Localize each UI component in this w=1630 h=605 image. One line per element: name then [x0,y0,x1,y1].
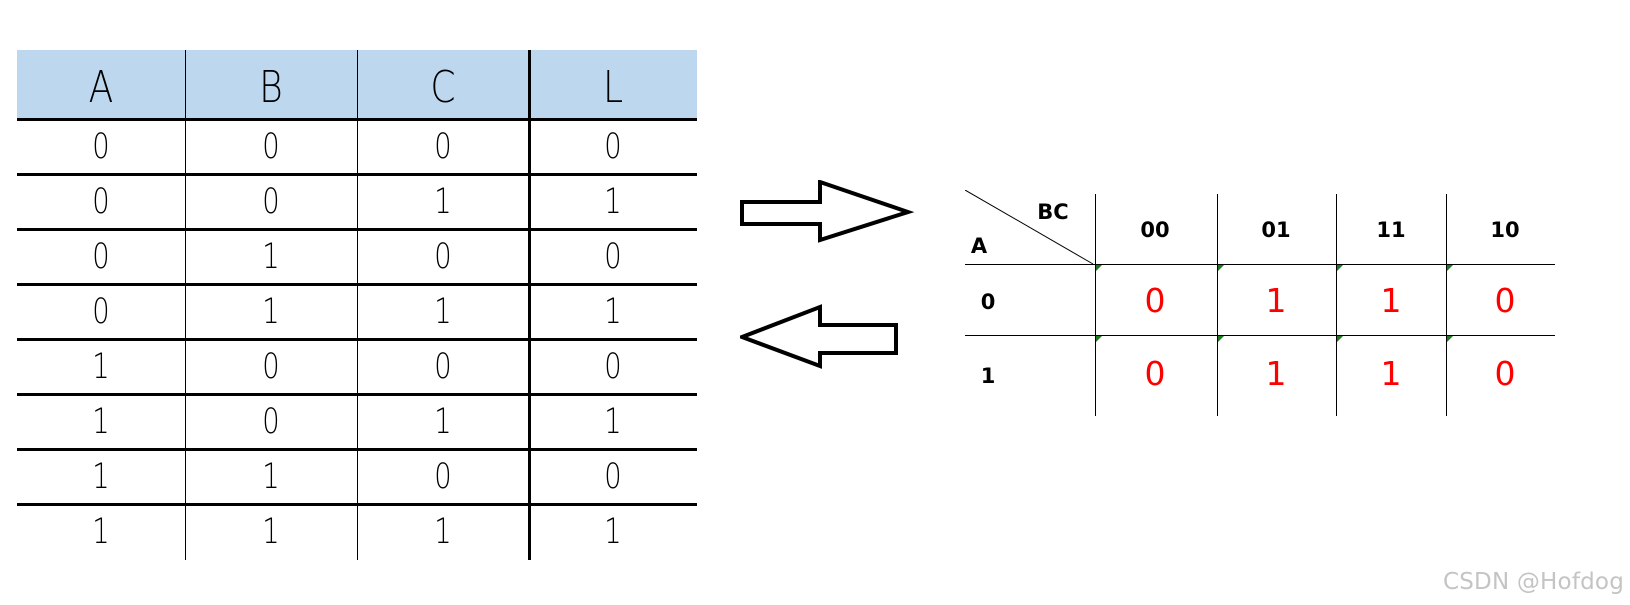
truth-table-cell: 1 [604,292,622,332]
kmap-cell-marker [1337,265,1343,271]
truth-table-header-cell: A [88,61,114,113]
kmap-cell-value: 1 [1380,354,1402,393]
truth-table-cell: 1 [92,512,110,552]
truth-table-row-divider [17,393,697,396]
kmap-cell-value: 0 [1494,281,1516,320]
truth-table-cell: 0 [92,182,110,222]
truth-table-col-divider [185,50,186,560]
truth-table-row-divider [17,228,697,231]
truth-table-cell: 1 [434,292,452,332]
kmap-cell-marker [1218,265,1224,271]
kmap-column-header: 11 [1376,218,1406,242]
truth-table-cell: 1 [262,457,280,497]
truth-table-cell: 0 [262,127,280,167]
truth-table-col-divider [528,50,531,560]
truth-table-header-cell: C [430,61,456,113]
kmap-row-header: 1 [980,364,996,388]
truth-table-cell: 1 [434,512,452,552]
truth-table-cell: 0 [604,347,622,387]
truth-table-cell: 0 [434,457,452,497]
truth-table-cell: 0 [262,182,280,222]
truth-table-cell: 1 [434,402,452,442]
truth-table-row-divider [17,283,697,286]
kmap-cell-marker [1096,336,1102,342]
conversion-arrows [740,180,915,369]
truth-table-cell: 0 [92,292,110,332]
truth-table-cell: 0 [92,237,110,277]
watermark: CSDN @Hofdog [1442,569,1624,595]
truth-table-cell: 1 [262,512,280,552]
truth-table-col-divider [357,50,358,560]
kmap-cell-marker [1096,265,1102,271]
truth-table-row-divider [17,118,697,121]
truth-table-header-cell: L [602,61,624,113]
truth-table-row-divider [17,448,697,451]
truth-table-cell: 1 [92,347,110,387]
kmap-col-divider [1446,194,1447,416]
kmap-cell-value: 1 [1380,281,1402,320]
kmap-col-divider [1217,194,1218,416]
kmap-cell-value: 1 [1265,354,1287,393]
kmap-corner-diagonal [965,190,1094,265]
kmap-column-header: 01 [1261,218,1291,242]
truth-table: A B C L 0 0 0 0 0 0 1 1 0 1 0 0 0 1 1 1 1 0 0 0 1 0 1 1 1 1 0 0 1 1 1 1 [17,50,697,560]
truth-table-cell: 1 [604,182,622,222]
kmap-column-variable-label: BC [1037,200,1069,224]
truth-table-cell: 0 [92,127,110,167]
truth-table-cell: 1 [92,457,110,497]
kmap-col-divider [1336,194,1337,416]
truth-table-cell: 0 [262,402,280,442]
truth-table-cell: 1 [604,512,622,552]
truth-table-cell: 1 [92,402,110,442]
truth-table-cell: 1 [262,237,280,277]
kmap-cell-value: 0 [1494,354,1516,393]
kmap-cell-marker [1337,336,1343,342]
kmap-cell-marker [1447,336,1453,342]
truth-table-cell: 0 [434,127,452,167]
kmap-row-header: 0 [980,290,996,314]
truth-table-row-divider [17,503,697,506]
truth-table-header-cell: B [259,61,283,113]
kmap-col-divider [1095,194,1096,416]
kmap-cell-value: 1 [1265,281,1287,320]
left-arrow-icon [740,304,898,369]
truth-table-cell: 0 [434,347,452,387]
kmap-column-header: 00 [1140,218,1170,242]
truth-table-cell: 0 [262,347,280,387]
truth-table-cell: 0 [604,237,622,277]
kmap-row-variable-label: A [970,234,988,258]
kmap-row-divider [965,264,1555,265]
kmap-cell-marker [1447,265,1453,271]
kmap-cell-marker [1218,336,1224,342]
kmap-row-divider [965,335,1555,336]
truth-table-cell: 1 [604,402,622,442]
kmap-column-header: 10 [1490,218,1520,242]
truth-table-cell: 0 [604,127,622,167]
truth-table-row-divider [17,173,697,176]
truth-table-cell: 0 [434,237,452,277]
truth-table-cell: 1 [434,182,452,222]
truth-table-row-divider [17,338,697,341]
kmap-cell-value: 0 [1144,281,1166,320]
truth-table-cell: 1 [262,292,280,332]
kmap-cell-value: 0 [1144,354,1166,393]
truth-table-cell: 0 [604,457,622,497]
right-arrow-icon [740,180,915,243]
